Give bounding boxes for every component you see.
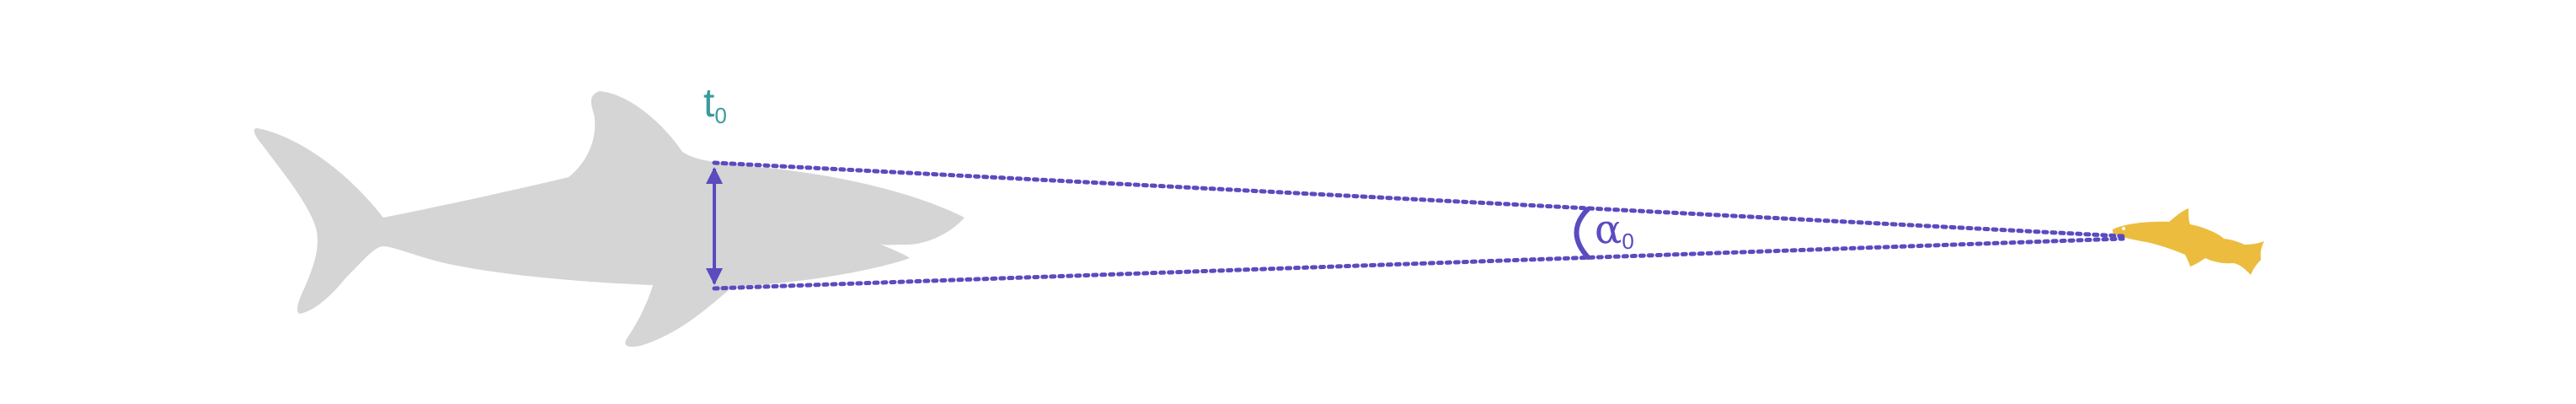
angle-label-subscript: 0 [1622, 229, 1633, 254]
angle-label-main: α [1595, 206, 1622, 253]
shark-body [254, 91, 965, 347]
time-label-main: t [703, 81, 714, 126]
angle-label: α0 [1595, 206, 1634, 254]
time-label: t0 [703, 81, 727, 128]
fish-body [2113, 208, 2264, 275]
time-label-subscript: 0 [714, 103, 726, 128]
shark-silhouette-icon [254, 91, 965, 347]
fish-silhouette-icon [2113, 208, 2264, 275]
sight-line-top [712, 160, 2125, 239]
sight-line-bottom [712, 236, 2125, 291]
angle-arc [1574, 207, 1590, 260]
fish-eye [2122, 227, 2125, 230]
